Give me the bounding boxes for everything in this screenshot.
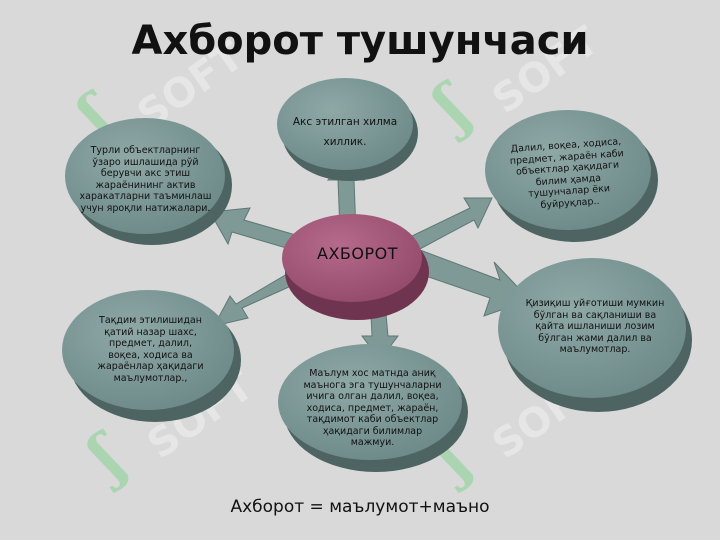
arrow-lower-left <box>213 269 301 327</box>
page-title: Ахборот тушунчаси <box>131 18 589 64</box>
node-right-shape <box>498 258 692 412</box>
formula-caption: Ахборот = маълумот+маъно <box>230 497 490 517</box>
svg-text:ʃ: ʃ <box>418 69 484 145</box>
node-upper-left-shape <box>65 118 232 245</box>
center-label: АХБОРОТ <box>317 244 398 263</box>
node-top-shape <box>277 78 418 181</box>
arrow-upper-right <box>411 197 493 251</box>
node-upper-right-text: Далил, воқеа, ходиса,предмет, жараён каб… <box>509 136 625 211</box>
svg-text:ʃ: ʃ <box>73 419 139 495</box>
node-lower-left-shape <box>62 290 241 422</box>
center-shape <box>282 214 429 320</box>
node-bottom-shape <box>278 344 468 472</box>
node-upper-right-shape <box>485 110 658 242</box>
